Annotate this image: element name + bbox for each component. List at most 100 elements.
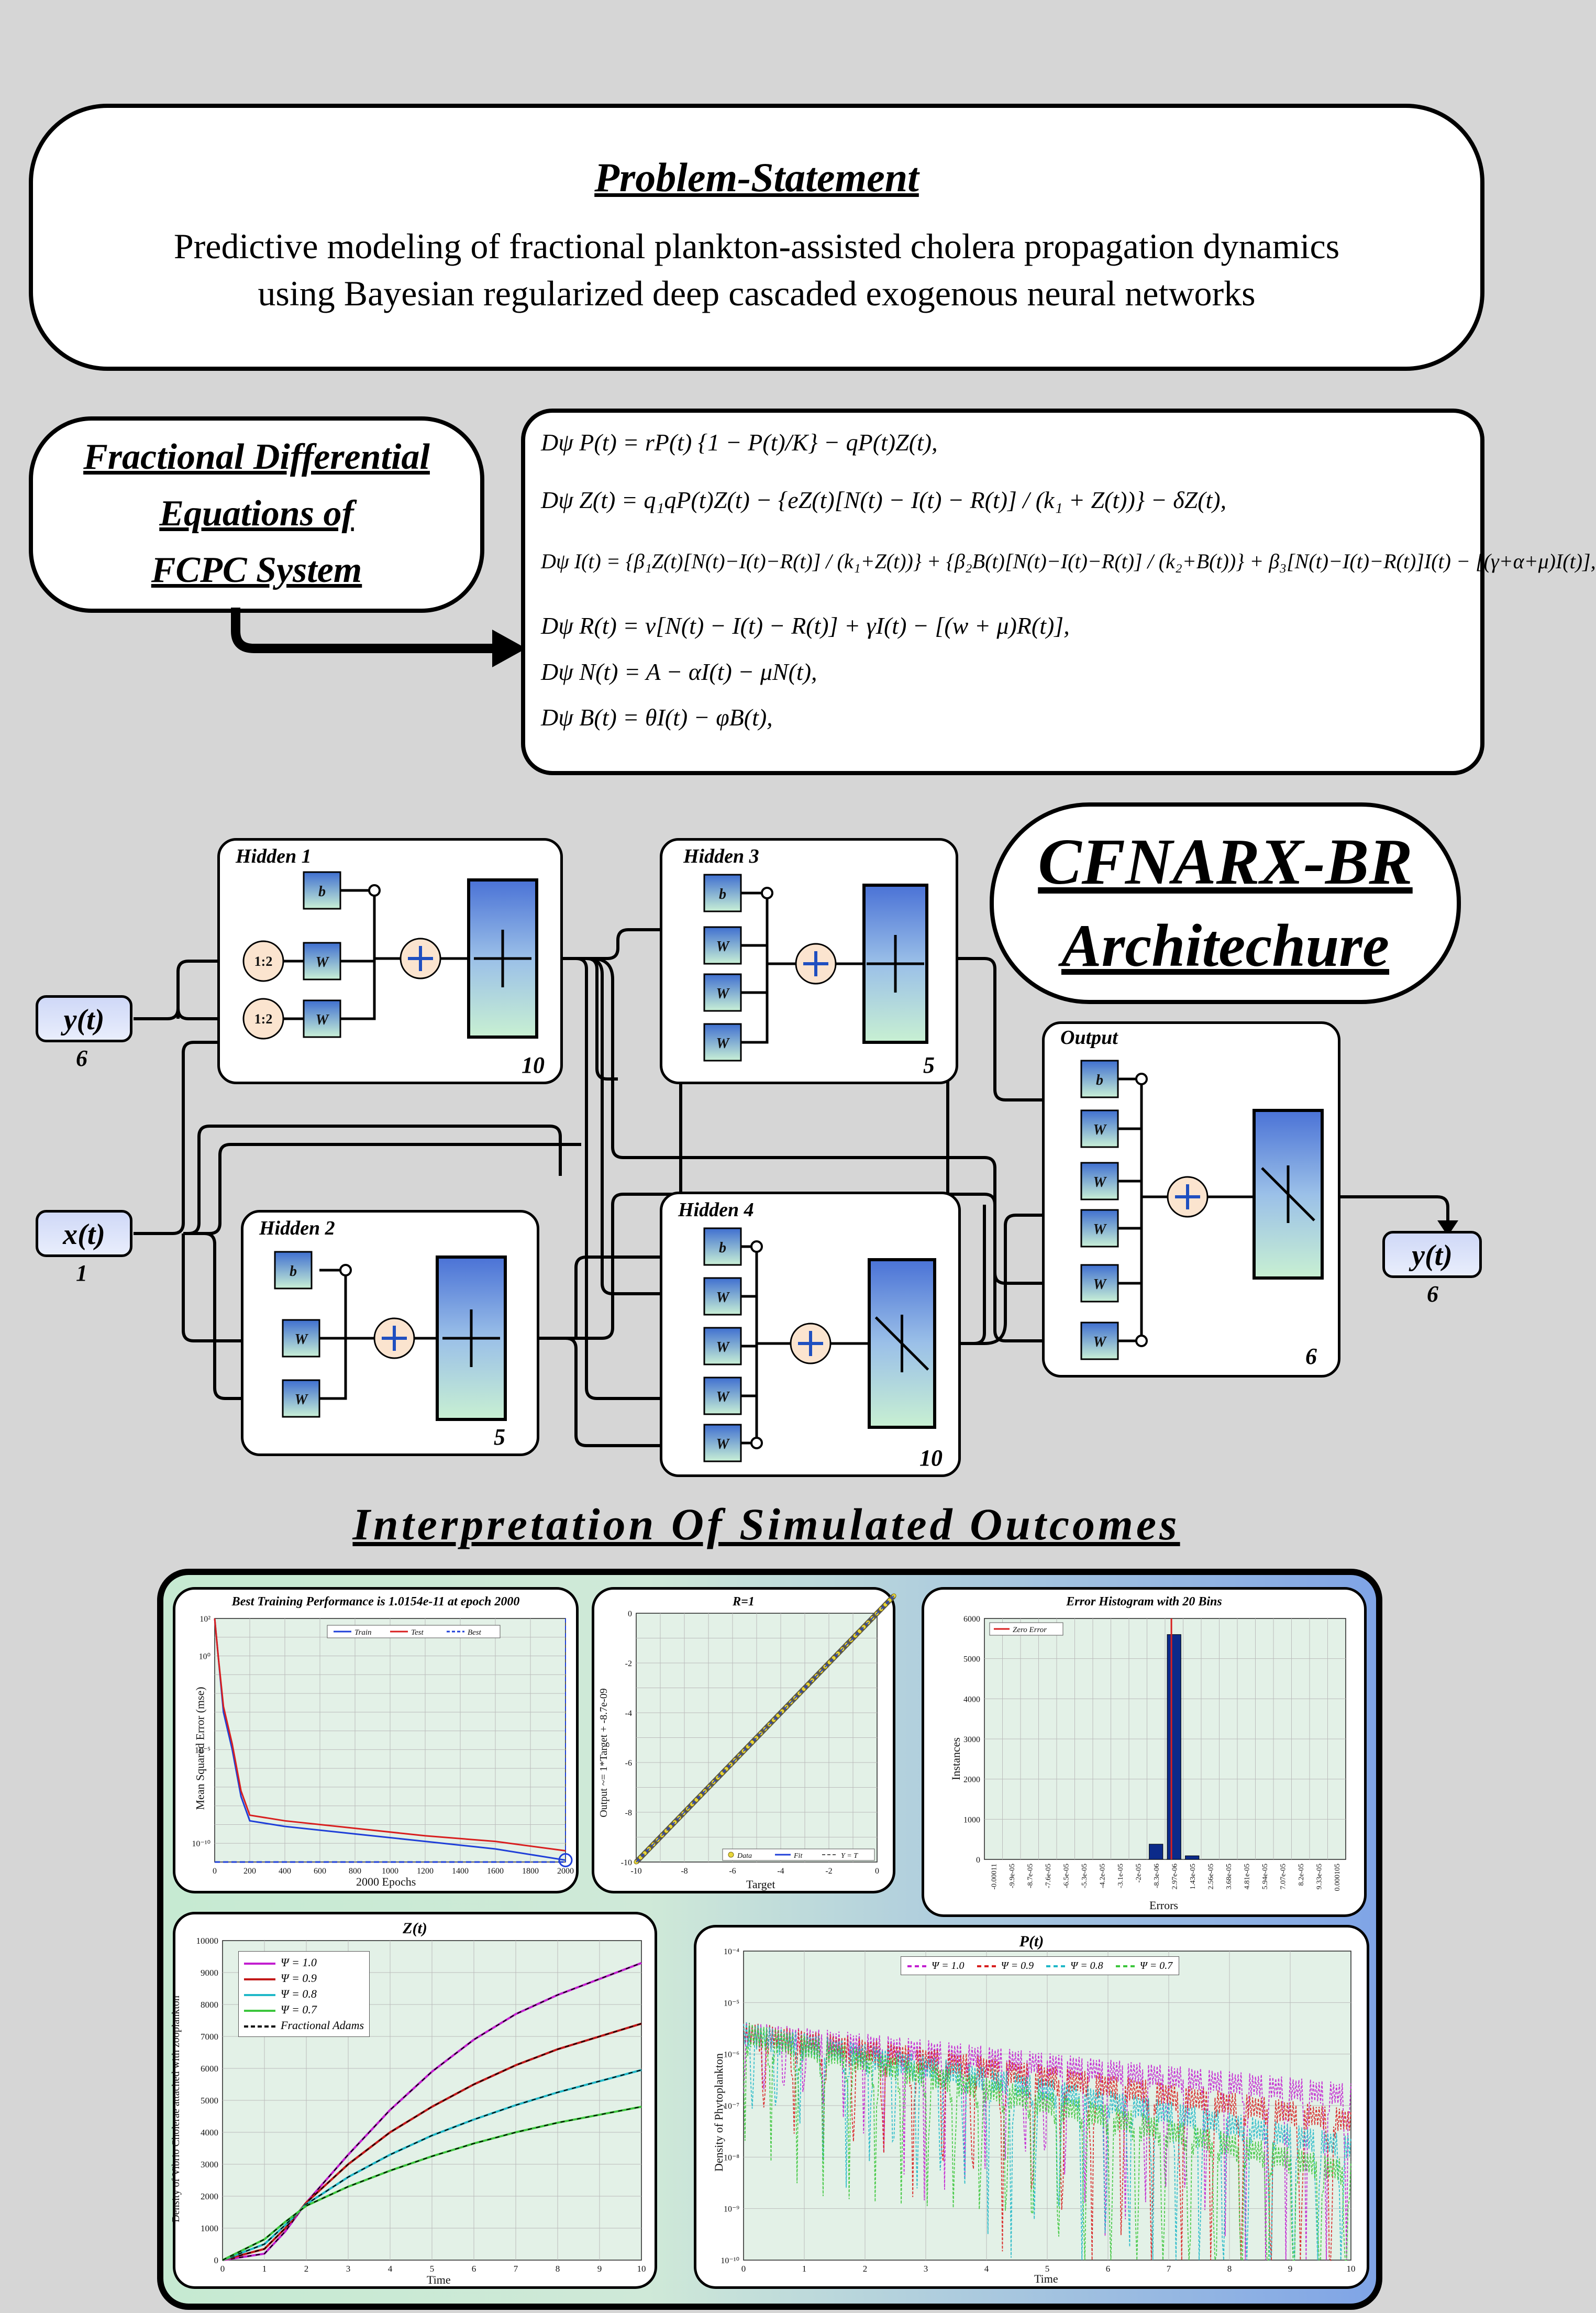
zt-legend-item: Ψ = 1.0 <box>244 1955 364 1970</box>
zt-y-tick: 4000 <box>201 2128 218 2138</box>
histogram-xlabel: Errors <box>1149 1899 1178 1912</box>
histogram-x-tick: -7.6e-05 <box>1045 1864 1052 1888</box>
regression-y-tick: -2 <box>625 1659 632 1668</box>
histogram-x-tick: -5.3e-05 <box>1081 1864 1089 1888</box>
performance-legend-label: Best <box>468 1628 482 1637</box>
equation-n: Dψ N(t) = A − αI(t) − μN(t), <box>541 658 817 685</box>
h1-weight-2-label: W <box>316 1012 330 1028</box>
h4-weight-4 <box>703 1424 742 1462</box>
input-x-size: 1 <box>76 1260 87 1286</box>
performance-x-tick: 1800 <box>522 1867 539 1876</box>
h3-weight-1-label: W <box>716 939 730 955</box>
pt-x-tick: 3 <box>924 2264 928 2274</box>
h2-collect <box>319 1269 347 1400</box>
performance-xlabel: 2000 Epochs <box>356 1875 416 1888</box>
h1-bias-node <box>303 871 341 910</box>
zt-legend-label: Ψ = 0.9 <box>281 1971 317 1985</box>
hidden-layer-3-title: Hidden 3 <box>683 845 759 867</box>
h3-weight-1 <box>703 926 742 965</box>
hidden-layer-1-size: 10 <box>522 1052 545 1078</box>
zt-y-tick: 1000 <box>201 2223 218 2233</box>
performance-x-tick: 800 <box>349 1867 361 1876</box>
output-y-node: y(t) <box>1382 1231 1482 1278</box>
performance-x-tick: 400 <box>279 1867 291 1876</box>
zt-y-tick: 0 <box>214 2255 219 2265</box>
input-x-node: x(t) <box>36 1210 132 1257</box>
equation-z: Dψ Z(t) = q₁qP(t)Z(t) − {eZ(t)[N(t) − I(… <box>541 487 1227 513</box>
regression-data-point <box>775 1713 781 1718</box>
h1-collect <box>340 889 376 1020</box>
zt-x-tick: 6 <box>472 2264 476 2274</box>
out-weight-2 <box>1080 1162 1119 1200</box>
histogram-y-tick: 6000 <box>963 1615 980 1624</box>
pt-x-tick: 7 <box>1167 2264 1171 2274</box>
histogram-x-tick: 0.000105 <box>1334 1864 1342 1891</box>
architecture-title-line2: Architechure <box>1061 912 1390 979</box>
architecture-title-box: CFNARX-BR Architechure <box>990 802 1461 1004</box>
zt-series-fractional-adams <box>222 2106 642 2261</box>
histogram-y-tick: 4000 <box>963 1695 980 1704</box>
hidden-layer-3-size: 5 <box>923 1052 935 1078</box>
hidden-layer-4-title: Hidden 4 <box>678 1199 754 1221</box>
histogram-x-tick: 5.94e-05 <box>1261 1864 1269 1889</box>
out-bias-dot <box>1135 1073 1148 1085</box>
histogram-chart: 6000500040003000200010000-0.00011-9.9e-0… <box>963 1615 1346 1891</box>
h4-weight-3 <box>703 1376 742 1415</box>
pt-legend-item: Ψ = 1.0 <box>907 1958 965 1974</box>
out-activation-node-curve <box>1261 1167 1315 1221</box>
pt-ylabel: Density of Phytoplankton <box>712 2053 726 2172</box>
histogram-x-tick: -6.5e-05 <box>1062 1864 1070 1888</box>
problem-statement-box: Problem-Statement Predictive modeling of… <box>29 104 1484 371</box>
pt-x-tick: 10 <box>1347 2264 1356 2274</box>
pt-series-line <box>743 2022 1351 2261</box>
zt-x-tick: 2 <box>304 2264 309 2274</box>
regression-legend-label: Data <box>737 1852 752 1860</box>
histogram-x-tick: 9.33e-05 <box>1315 1864 1323 1889</box>
h1-weight-2 <box>303 999 341 1038</box>
performance-panel: Best Training Performance is 1.0154e-11 … <box>173 1587 579 1893</box>
pt-x-tick: 6 <box>1106 2264 1111 2274</box>
zt-legend-item: Ψ = 0.8 <box>244 1986 364 2002</box>
pt-legend: Ψ = 1.0 Ψ = 0.9 Ψ = 0.8 Ψ = 0.7 <box>901 1956 1180 1975</box>
zt-x-tick: 0 <box>220 2264 225 2274</box>
pt-xlabel: Time <box>1034 2272 1058 2285</box>
h4-weight-1 <box>703 1277 742 1316</box>
zt-x-tick: 4 <box>388 2264 393 2274</box>
hidden-layer-2-title: Hidden 2 <box>259 1217 335 1239</box>
zt-y-tick: 9000 <box>201 1968 218 1978</box>
regression-legend <box>722 1848 875 1861</box>
zt-y-tick: 7000 <box>201 2032 218 2042</box>
input-y-node: y(t) <box>36 995 132 1042</box>
input-y-label: y(t) <box>63 1004 105 1036</box>
input-x-label: x(t) <box>63 1218 105 1251</box>
h2-bias-node-label: b <box>290 1263 297 1280</box>
pt-y-tick: 10⁻⁸ <box>724 2153 739 2162</box>
zt-x-tick: 9 <box>597 2264 602 2274</box>
equation-i: Dψ I(t) = {β₁Z(t)[N(t)−I(t)−R(t)] / (k₁+… <box>541 549 1596 573</box>
histogram-ylabel: Instances <box>949 1737 962 1780</box>
performance-x-tick: 1000 <box>382 1867 398 1876</box>
histogram-x-tick: 2.56e-05 <box>1207 1864 1215 1889</box>
out-weight-5 <box>1080 1321 1119 1360</box>
regression-x-tick: -2 <box>825 1867 832 1876</box>
zt-series-fractional-adams <box>222 2023 642 2261</box>
out-weight-4-label: W <box>1093 1276 1107 1293</box>
histogram-x-tick: 7.07e-05 <box>1279 1864 1287 1889</box>
pt-x-tick: 5 <box>1045 2264 1050 2274</box>
zt-y-tick: 5000 <box>201 2096 218 2106</box>
output-y-label: y(t) <box>1412 1239 1453 1272</box>
histogram-x-tick: -8.3e-06 <box>1153 1864 1161 1888</box>
histogram-x-tick: -8.7e-05 <box>1026 1864 1034 1888</box>
histogram-x-tick: 3.68e-05 <box>1225 1864 1233 1889</box>
zt-legend: Ψ = 1.0 Ψ = 0.9 Ψ = 0.8 Ψ = 0.7 Fraction… <box>238 1951 370 2037</box>
histogram-x-tick: -9.9e-05 <box>1008 1864 1016 1888</box>
zt-y-tick: 10000 <box>196 1936 219 1946</box>
regression-legend-label: Fit <box>793 1852 803 1860</box>
pt-legend-label: Ψ = 0.8 <box>1070 1960 1103 1971</box>
performance-best-marker <box>558 1853 573 1867</box>
regression-y-tick: -8 <box>625 1809 632 1818</box>
fde-label-line3: FCPC System <box>151 550 362 590</box>
